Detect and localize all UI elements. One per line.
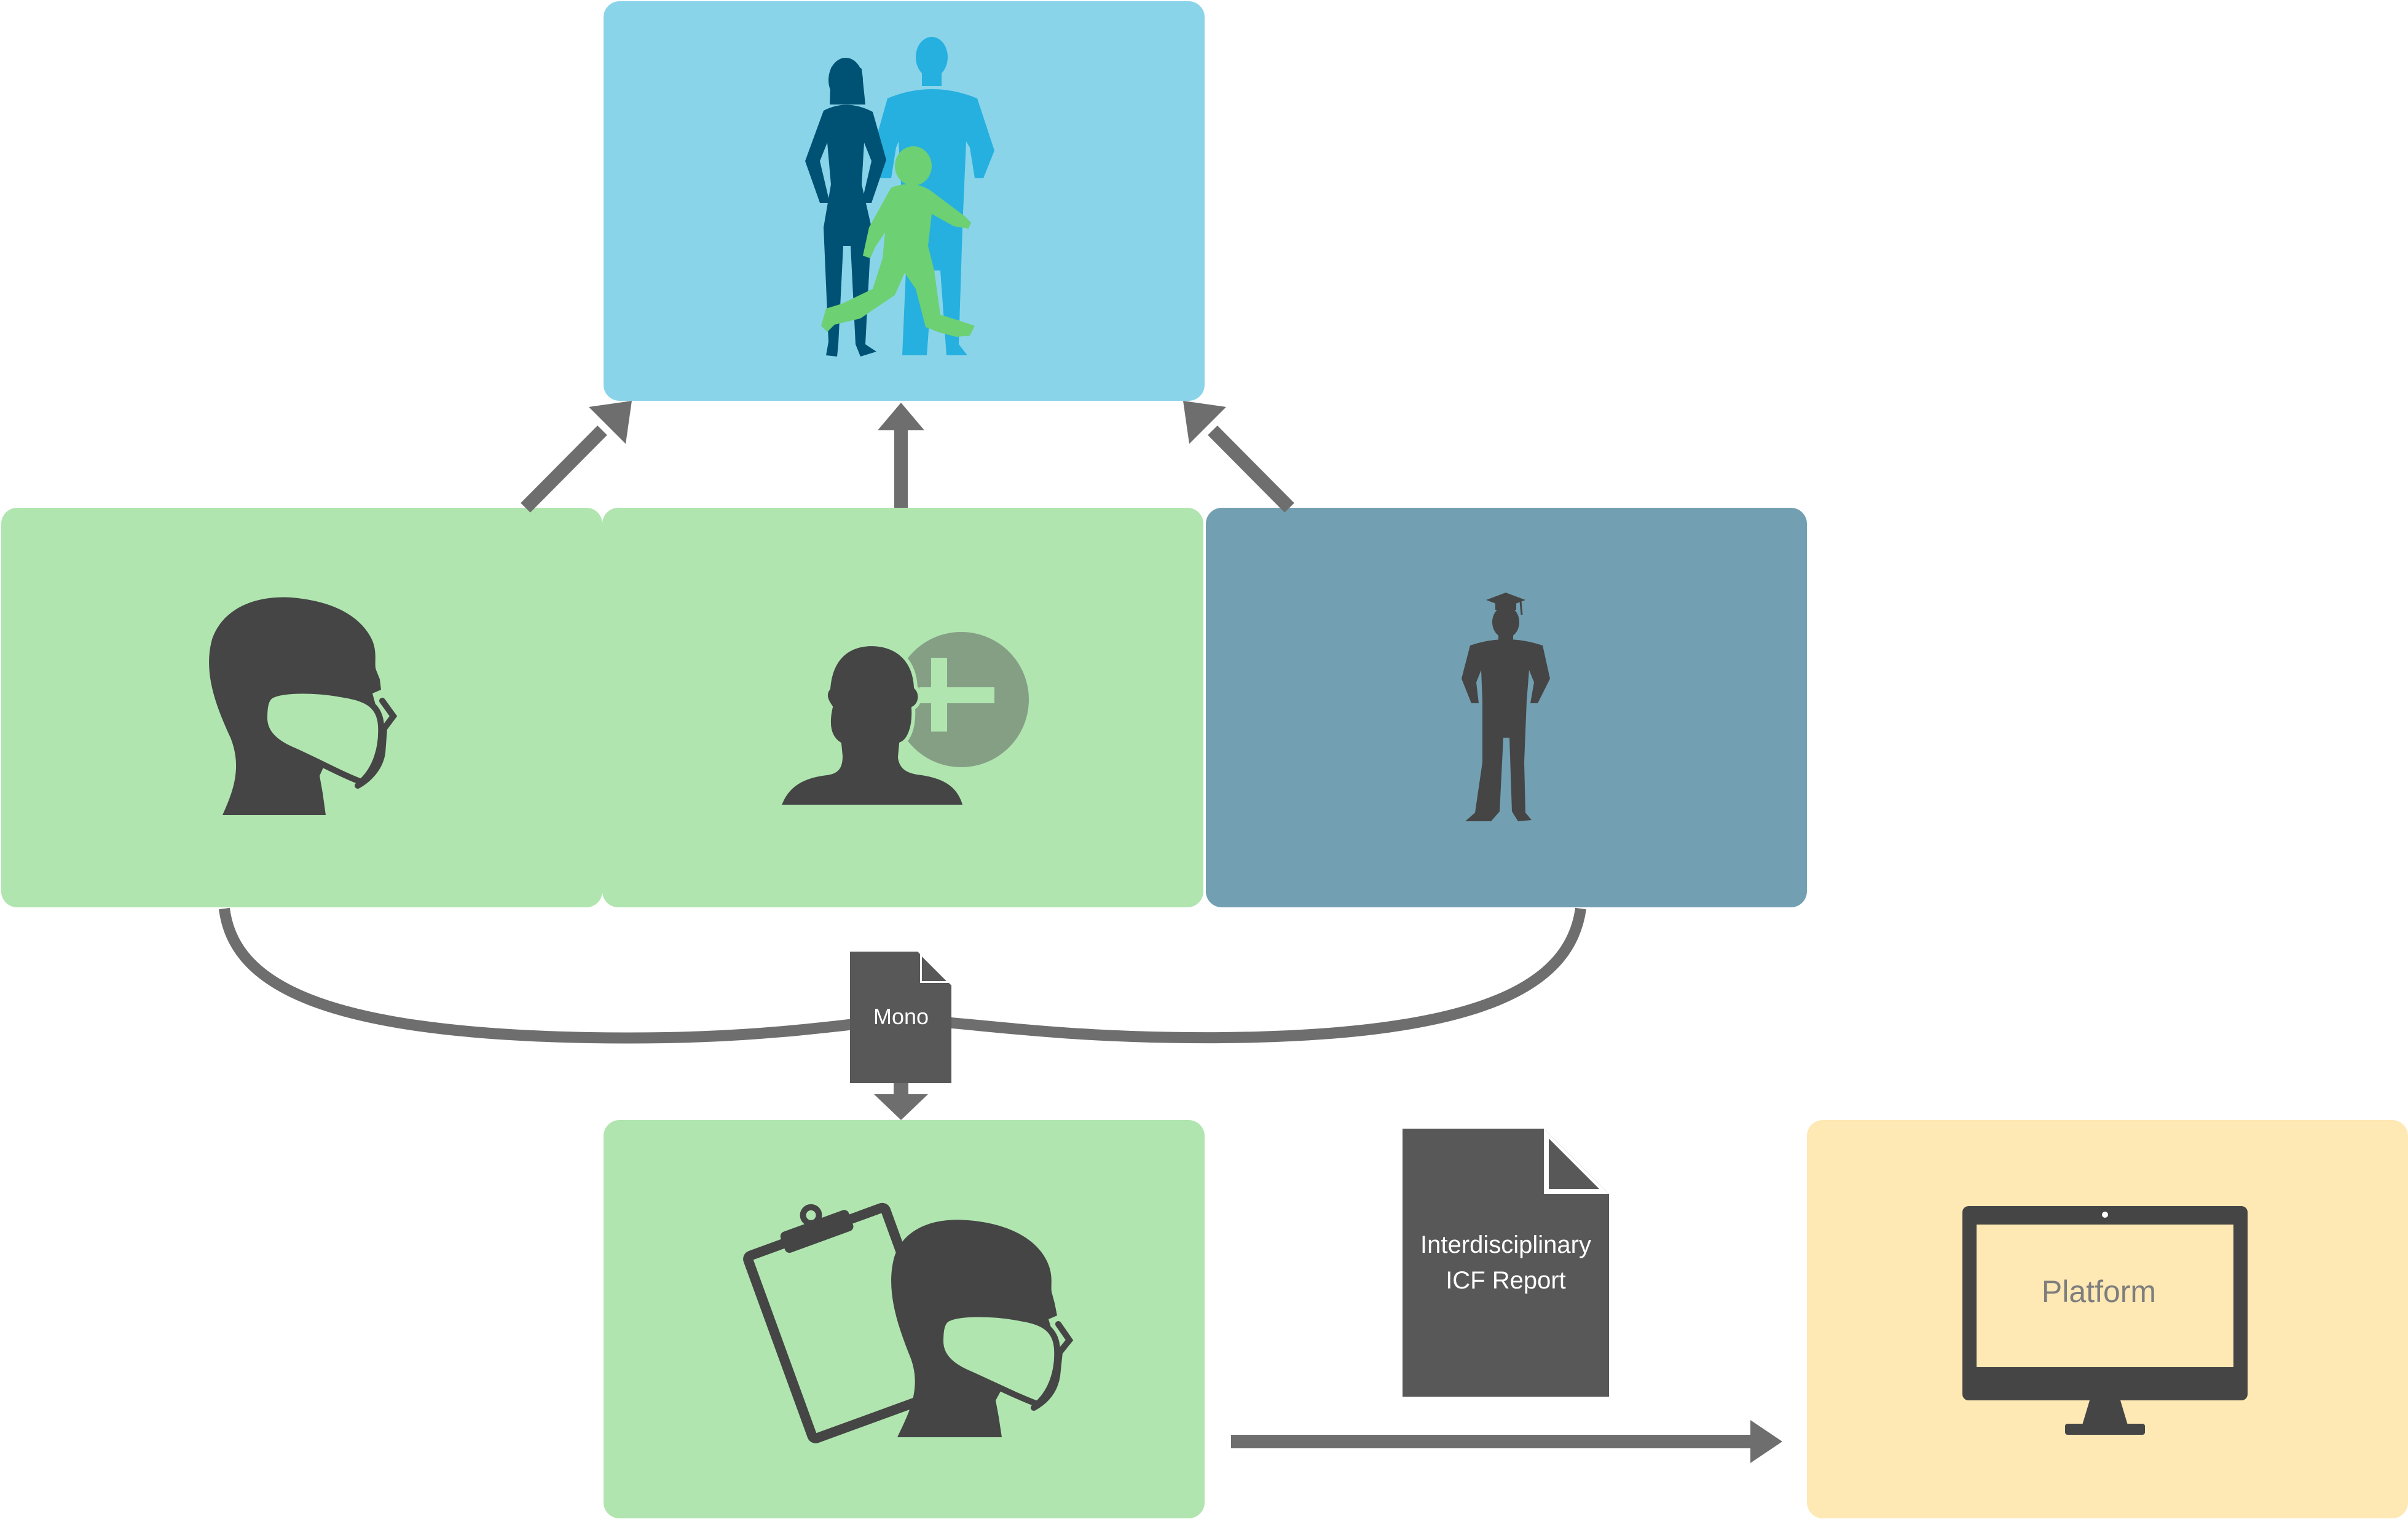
arrow-assessment-to-platform-head	[1750, 1420, 1782, 1463]
computer-monitor-icon: Platform	[1962, 1206, 2248, 1435]
family-silhouette-icon	[805, 37, 994, 357]
arrow-teacher-to-family-head	[1183, 401, 1226, 444]
arrow-doctor-to-family-head	[589, 401, 632, 444]
platform-label: Platform	[2042, 1274, 2156, 1309]
connectors	[219, 401, 1782, 1463]
arrow-add-to-family-head	[878, 403, 924, 430]
report-title-line2: ICF Report	[1446, 1267, 1566, 1294]
arrow-teacher-to-family	[1208, 425, 1294, 513]
arrow-mono-to-assessment-head	[874, 1094, 928, 1120]
report-title-line1: Interdisciplinary	[1420, 1231, 1591, 1258]
mono-document-label: Mono	[873, 1004, 929, 1029]
add-person-icon	[776, 632, 1029, 808]
masked-doctor-icon	[209, 597, 398, 815]
clipboard-doctor-icon	[743, 1202, 1074, 1443]
child-silhouette	[821, 146, 975, 337]
graduate-silhouette-icon	[1462, 593, 1550, 821]
mono-document: Mono	[850, 952, 951, 1083]
arrow-doctor-to-family	[521, 425, 607, 513]
icf-report-document: Interdisciplinary ICF Report	[1403, 1129, 1609, 1397]
